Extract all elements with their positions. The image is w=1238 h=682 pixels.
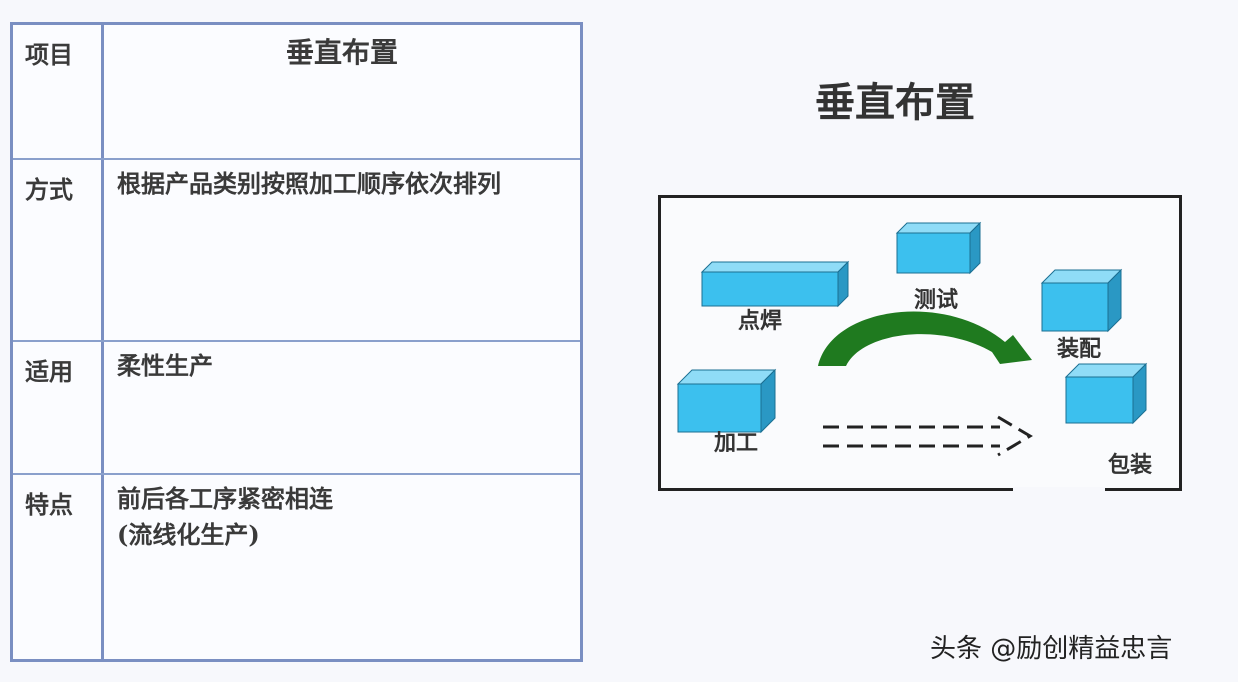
box-ceshi-icon xyxy=(895,221,982,275)
table-header-row: 项目 垂直布置 xyxy=(13,25,580,158)
label-zhuangpei: 装配 xyxy=(1057,336,1102,362)
feature-value: 前后各工序紧密相连 (流线化生产) xyxy=(117,484,333,549)
method-label: 方式 xyxy=(25,175,73,204)
label-jiagong: 加工 xyxy=(714,430,759,456)
label-dianhan: 点焊 xyxy=(738,308,783,334)
label-ceshi: 测试 xyxy=(914,287,959,313)
box-zhuangpei-icon xyxy=(1040,268,1123,333)
applicable-value: 柔性生产 xyxy=(117,351,213,380)
header-label: 项目 xyxy=(25,40,73,69)
table-column-divider xyxy=(101,25,104,659)
feature-label: 特点 xyxy=(25,490,73,519)
layout-comparison-table: 项目 垂直布置 方式 根据产品类别按照加工顺序依次排列 适用 柔性生产 特点 前… xyxy=(10,22,583,662)
table-row-feature: 特点 前后各工序紧密相连 (流线化生产) xyxy=(13,473,580,663)
table-row-applicable: 适用 柔性生产 xyxy=(13,340,580,475)
frame-opening xyxy=(1013,487,1105,493)
box-baozhuang-icon xyxy=(1064,362,1148,425)
box-jiagong-icon xyxy=(676,368,777,434)
header-value: 垂直布置 xyxy=(285,36,398,69)
diagram-title: 垂直布置 xyxy=(815,79,975,126)
applicable-label: 适用 xyxy=(25,357,73,386)
method-value: 根据产品类别按照加工顺序依次排列 xyxy=(117,169,501,198)
table-row-method: 方式 根据产品类别按照加工顺序依次排列 xyxy=(13,158,580,342)
curved-flow-arrow-icon xyxy=(818,311,1032,366)
label-baozhuang: 包装 xyxy=(1108,452,1153,478)
watermark: 头条 @励创精益忠言 xyxy=(930,634,1173,664)
box-dianhan-icon xyxy=(700,260,850,308)
dashed-flow-arrow-icon xyxy=(823,415,1033,457)
